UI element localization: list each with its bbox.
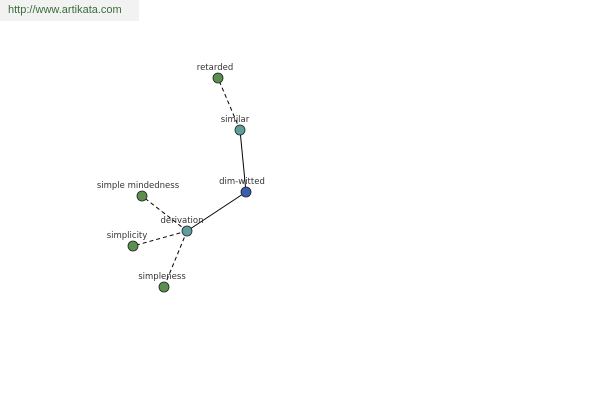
node-derivation[interactable] (181, 225, 193, 237)
nodes-layer (127, 72, 252, 293)
edge-derivation-simplicity (132, 230, 188, 247)
node-label-similar: similar (221, 115, 250, 125)
node-label-derivation: derivation (160, 216, 203, 226)
node-simpleness[interactable] (158, 281, 170, 293)
node-dim-witted[interactable] (240, 186, 252, 198)
node-simple-mindedness[interactable] (136, 190, 148, 202)
node-retarded[interactable] (212, 72, 224, 84)
edges-layer (132, 77, 247, 288)
node-similar[interactable] (234, 124, 246, 136)
node-label-simple-mindedness: simple mindedness (97, 181, 180, 191)
edge-dim-witted-similar (239, 129, 247, 193)
node-label-simpleness: simpleness (138, 272, 186, 282)
node-label-dim-witted: dim-witted (219, 177, 265, 187)
edge-derivation-simple-mindedness (141, 195, 188, 232)
node-simplicity[interactable] (127, 240, 139, 252)
labels-layer: dim-witted similar derivation retarded simpl… (97, 63, 265, 282)
edge-dim-witted-derivation (186, 191, 247, 232)
edge-similar-retarded (217, 77, 241, 131)
source-link[interactable]: http://www.artikata.com (0, 0, 139, 21)
node-label-simplicity: simplicity (107, 231, 148, 241)
node-label-retarded: retarded (197, 63, 233, 73)
edge-derivation-simpleness (163, 230, 188, 288)
